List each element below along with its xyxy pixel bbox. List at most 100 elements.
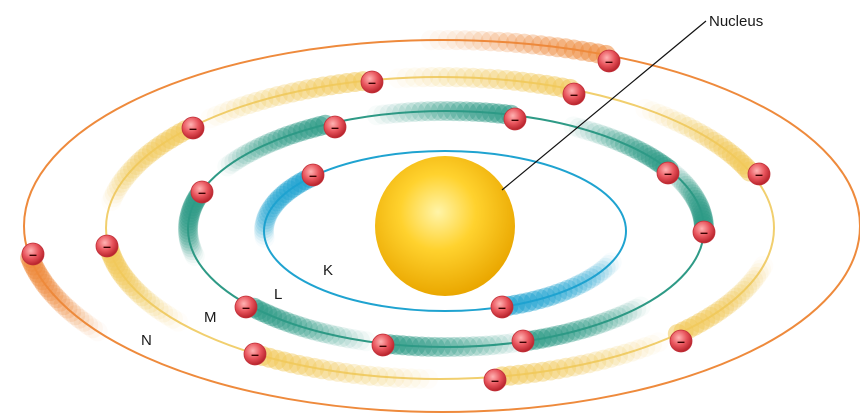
electron-shell-l: – — [323, 115, 347, 139]
shell-l-trail-blob — [297, 318, 318, 339]
shell-n-orbit — [23, 39, 860, 413]
shell-l-trail-blob — [287, 315, 308, 336]
shell-m-trail-blob — [718, 294, 739, 315]
shell-n-trail-blob — [555, 38, 576, 59]
shell-m-trail-blob — [593, 349, 614, 370]
shell-l-trail-blob — [350, 330, 370, 351]
electron-shell-m: – — [562, 82, 586, 106]
shell-l-trail-blob — [684, 187, 705, 207]
shell-m-trail-blob — [421, 67, 442, 87]
electron-shell-m: – — [360, 70, 384, 94]
shell-n-trail-blob — [50, 291, 71, 312]
shell-m-trail-blob — [137, 144, 158, 165]
shell-l-trail-blob — [598, 310, 619, 331]
shell-l-trail-blob — [309, 321, 329, 342]
electron-minus-sign: – — [664, 165, 672, 181]
shell-l-trail-blob — [686, 189, 706, 210]
shell-m-trail-blob — [672, 114, 693, 135]
electron-shell-l: – — [234, 295, 258, 319]
electron-shell-k: – — [301, 163, 325, 187]
shell-l-trail-blob — [303, 320, 324, 341]
shell-m-trail-blob — [708, 134, 729, 155]
shell-m-orbit — [105, 76, 775, 380]
shell-l-trail-blob — [603, 308, 624, 329]
shell-l-trail-blob — [224, 151, 245, 172]
shell-l-trail-blob — [248, 137, 269, 158]
shell-m-trail-blob — [246, 91, 267, 112]
shell-n-trail-blob — [37, 277, 58, 298]
shell-m-trail-blob — [150, 135, 171, 156]
shell-l-trail-blob — [680, 181, 701, 202]
shell-m-trail-blob — [111, 172, 132, 193]
shell-l-trail-blob — [678, 178, 699, 199]
shell-l-trail-blob — [628, 140, 649, 161]
electron-body — [747, 162, 771, 186]
shell-m-trail-blob — [114, 169, 135, 189]
shell-m-trail-blob — [704, 131, 725, 152]
electron-body — [95, 234, 119, 258]
shell-l-trail-blob — [332, 327, 352, 347]
electron-shell-l: – — [503, 107, 527, 131]
shell-l-trail-blob — [574, 119, 595, 140]
shell-m-trail-blob — [121, 276, 142, 296]
shell-n-trail-blob — [531, 35, 551, 56]
shell-m-trail-blob — [641, 334, 662, 355]
shell-l-trail-blob — [673, 173, 694, 194]
shell-m-trail-blob — [360, 365, 380, 386]
shell-m-trail-blob — [239, 94, 260, 114]
shell-m-trail-blob — [586, 351, 607, 372]
shell-m-trail-blob — [726, 287, 747, 308]
shell-l-trail-blob — [385, 103, 406, 124]
shell-m-trail-blob — [737, 277, 758, 298]
shell-m-trail-blob — [438, 67, 459, 87]
shell-l-trail-blob — [271, 310, 292, 330]
shell-m-trail-blob — [479, 68, 500, 89]
shell-m-trail-blob — [699, 128, 720, 149]
shell-m-trail-blob — [335, 362, 356, 383]
shell-m-trail-blob — [713, 138, 734, 158]
shell-m-trail-blob — [141, 141, 162, 162]
shell-l-trail-blob — [676, 175, 697, 196]
shell-m-trail-blob — [118, 272, 139, 293]
shell-m-trail-blob — [232, 96, 253, 117]
shell-l-trail-blob — [282, 124, 303, 145]
shell-k-trail-blob — [258, 203, 279, 224]
shell-m-trail-blob — [140, 292, 160, 313]
shell-l-trail-blob — [585, 122, 606, 143]
electron-shell-m: – — [747, 162, 771, 186]
shell-n-trail-blob — [514, 33, 535, 54]
shell-l-trail-blob — [287, 122, 308, 143]
shell-m-trail-blob — [103, 187, 123, 208]
shell-m-trail-blob — [714, 297, 735, 318]
shell-l-trail-blob — [450, 336, 471, 357]
shell-l-trail-blob — [495, 333, 516, 354]
shell-l-trail-blob — [593, 312, 614, 333]
shell-l-trail-blob — [590, 124, 611, 145]
shell-k-trail-blob — [576, 270, 597, 291]
shell-n-trail-blob — [429, 30, 450, 50]
shell-l-trail-blob — [431, 337, 452, 357]
shell-m-trail-blob — [615, 343, 635, 364]
shell-l-trail-blob — [569, 117, 589, 138]
shell-l-trail-blob — [181, 237, 202, 258]
shell-k-trail-blob — [572, 273, 593, 294]
shell-m-trail-blob — [689, 122, 709, 143]
shell-k-trail-blob — [255, 212, 276, 233]
shell-l-trail-blob — [615, 134, 635, 154]
shell-l-trail-blob — [253, 135, 274, 156]
shell-l-trail-blob — [424, 101, 445, 122]
shell-l-trail-blob — [272, 127, 293, 148]
shell-k-trail-blob — [257, 206, 278, 227]
electron-shell-m: – — [483, 368, 507, 392]
shell-m-trail-blob — [393, 368, 413, 389]
shell-l-trail-blob — [579, 121, 600, 142]
electron-minus-sign: – — [368, 74, 376, 90]
nucleus — [375, 156, 515, 296]
shell-l-trail-blob — [624, 138, 645, 159]
shell-l-trail-blob — [262, 131, 283, 152]
electron-minus-sign: – — [29, 246, 37, 262]
electron-body — [243, 342, 267, 366]
shell-l-trail-blob — [482, 335, 503, 356]
shell-k-trail-blob — [254, 215, 275, 236]
